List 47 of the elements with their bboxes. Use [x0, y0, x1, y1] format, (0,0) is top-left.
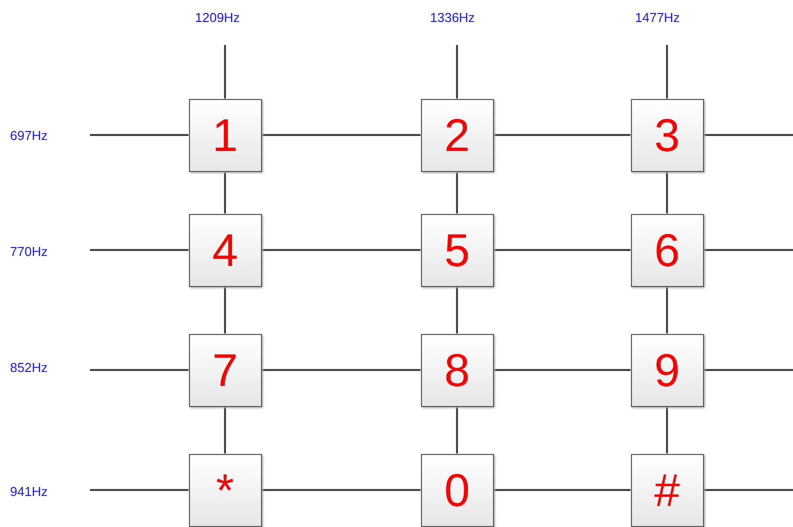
- frequency-label: 697Hz: [10, 128, 48, 143]
- connector-line: [704, 249, 793, 251]
- connector-line: [90, 489, 188, 491]
- connector-line: [494, 369, 630, 371]
- connector-line: [262, 249, 420, 251]
- frequency-label: 941Hz: [10, 484, 48, 499]
- connector-line: [262, 134, 420, 136]
- connector-line: [224, 286, 226, 334]
- key-button: 8: [420, 334, 494, 406]
- frequency-label: 1209Hz: [195, 10, 240, 25]
- connector-line: [666, 172, 668, 214]
- frequency-label: 770Hz: [10, 244, 48, 259]
- connector-line: [704, 489, 793, 491]
- key-button: 1: [188, 98, 262, 172]
- connector-line: [704, 134, 793, 136]
- key-button: #: [630, 454, 704, 526]
- key-button: 7: [188, 334, 262, 406]
- frequency-label: 1477Hz: [635, 10, 680, 25]
- key-button: 2: [420, 98, 494, 172]
- connector-line: [456, 172, 458, 214]
- key-button: 6: [630, 214, 704, 286]
- connector-line: [704, 369, 793, 371]
- connector-line: [666, 286, 668, 334]
- connector-line: [262, 369, 420, 371]
- connector-line: [456, 406, 458, 454]
- connector-line: [224, 45, 226, 98]
- connector-line: [262, 489, 420, 491]
- connector-line: [90, 369, 188, 371]
- connector-line: [456, 45, 458, 98]
- connector-line: [224, 406, 226, 454]
- connector-line: [494, 489, 630, 491]
- connector-line: [666, 45, 668, 98]
- frequency-label: 1336Hz: [430, 10, 475, 25]
- connector-line: [456, 286, 458, 334]
- key-button: 0: [420, 454, 494, 526]
- connector-line: [224, 172, 226, 214]
- connector-line: [666, 406, 668, 454]
- key-button: 9: [630, 334, 704, 406]
- frequency-label: 852Hz: [10, 360, 48, 375]
- key-button: 4: [188, 214, 262, 286]
- key-button: 3: [630, 98, 704, 172]
- key-button: *: [188, 454, 262, 526]
- connector-line: [494, 249, 630, 251]
- connector-line: [90, 134, 188, 136]
- key-button: 5: [420, 214, 494, 286]
- connector-line: [90, 249, 188, 251]
- connector-line: [494, 134, 630, 136]
